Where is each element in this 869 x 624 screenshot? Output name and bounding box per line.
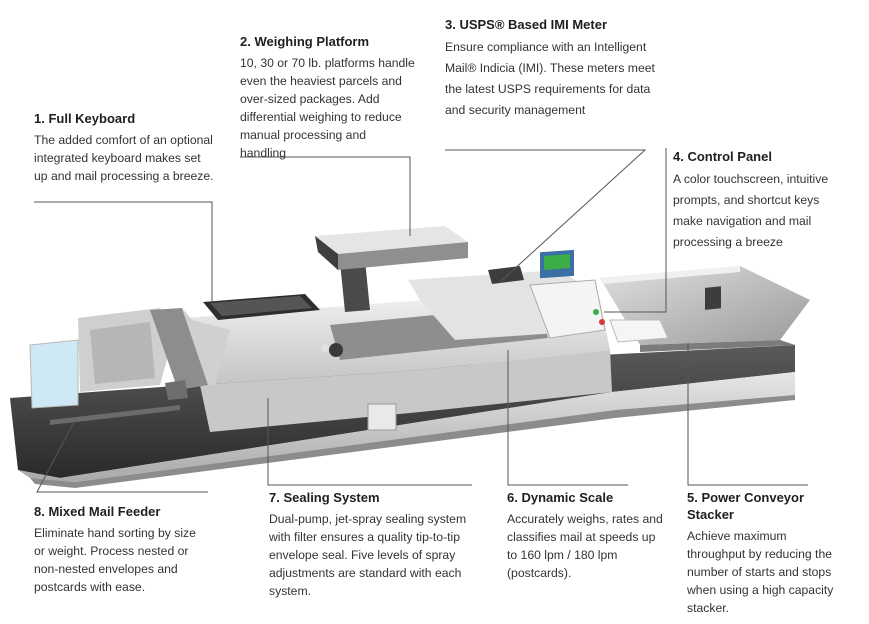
keyboard-unit — [203, 294, 320, 320]
callout-dynamic-scale: 6. Dynamic Scale Accurately weighs, rate… — [507, 489, 667, 582]
callout-title: 8. Mixed Mail Feeder — [34, 504, 161, 519]
callout-weighing-platform: 2. Weighing Platform 10, 30 or 70 lb. pl… — [240, 33, 415, 162]
leader-line-control-panel — [604, 148, 667, 313]
callout-mixed-mail-feeder: 8. Mixed Mail Feeder Eliminate hand sort… — [34, 503, 204, 596]
feeder-unit — [29, 308, 230, 409]
callout-control-panel: 4. Control Panel A color touchscreen, in… — [673, 148, 851, 253]
leader-line-mixed-mail-feeder — [36, 419, 208, 493]
callout-title: 6. Dynamic Scale — [507, 490, 614, 505]
callout-title: 5. Power Conveyor Stacker — [687, 490, 805, 522]
callout-sealing-system: 7. Sealing System Dual-pump, jet-spray s… — [269, 489, 474, 600]
leader-line-weighing-platform — [240, 156, 411, 236]
callout-body: Achieve maximum throughput by reducing t… — [687, 529, 834, 615]
callout-keyboard: 1. Full Keyboard The added comfort of an… — [34, 110, 214, 185]
leader-line-imi-meter — [445, 149, 647, 283]
callout-title: 4. Control Panel — [673, 149, 772, 164]
callout-title: 1. Full Keyboard — [34, 111, 136, 126]
callout-body: Ensure compliance with an Intelligent Ma… — [445, 40, 655, 117]
callout-title: 2. Weighing Platform — [240, 34, 370, 49]
callout-body: Accurately weighs, rates and classifies … — [507, 512, 663, 580]
callout-imi-meter: 3. USPS® Based IMI Meter Ensure complian… — [445, 16, 660, 121]
leader-line-power-conveyor-stacker — [687, 343, 808, 486]
leader-line-keyboard — [34, 201, 213, 302]
callout-title: 7. Sealing System — [269, 490, 380, 505]
leader-line-dynamic-scale — [507, 350, 628, 486]
weighing-platform-unit — [315, 226, 468, 312]
callout-power-conveyor-stacker: 5. Power Conveyor Stacker Achieve maximu… — [687, 489, 847, 617]
callout-body: Dual-pump, jet-spray sealing system with… — [269, 512, 467, 598]
meter-unit — [408, 249, 669, 343]
callout-body: A color touchscreen, intuitive prompts, … — [673, 172, 829, 249]
callout-body: 10, 30 or 70 lb. platforms handle even t… — [240, 56, 415, 160]
callout-title: 3. USPS® Based IMI Meter — [445, 17, 608, 32]
callout-body: Eliminate hand sorting by size or weight… — [34, 526, 196, 594]
leader-line-sealing-system — [267, 398, 472, 486]
callout-body: The added comfort of an optional integra… — [34, 133, 214, 183]
